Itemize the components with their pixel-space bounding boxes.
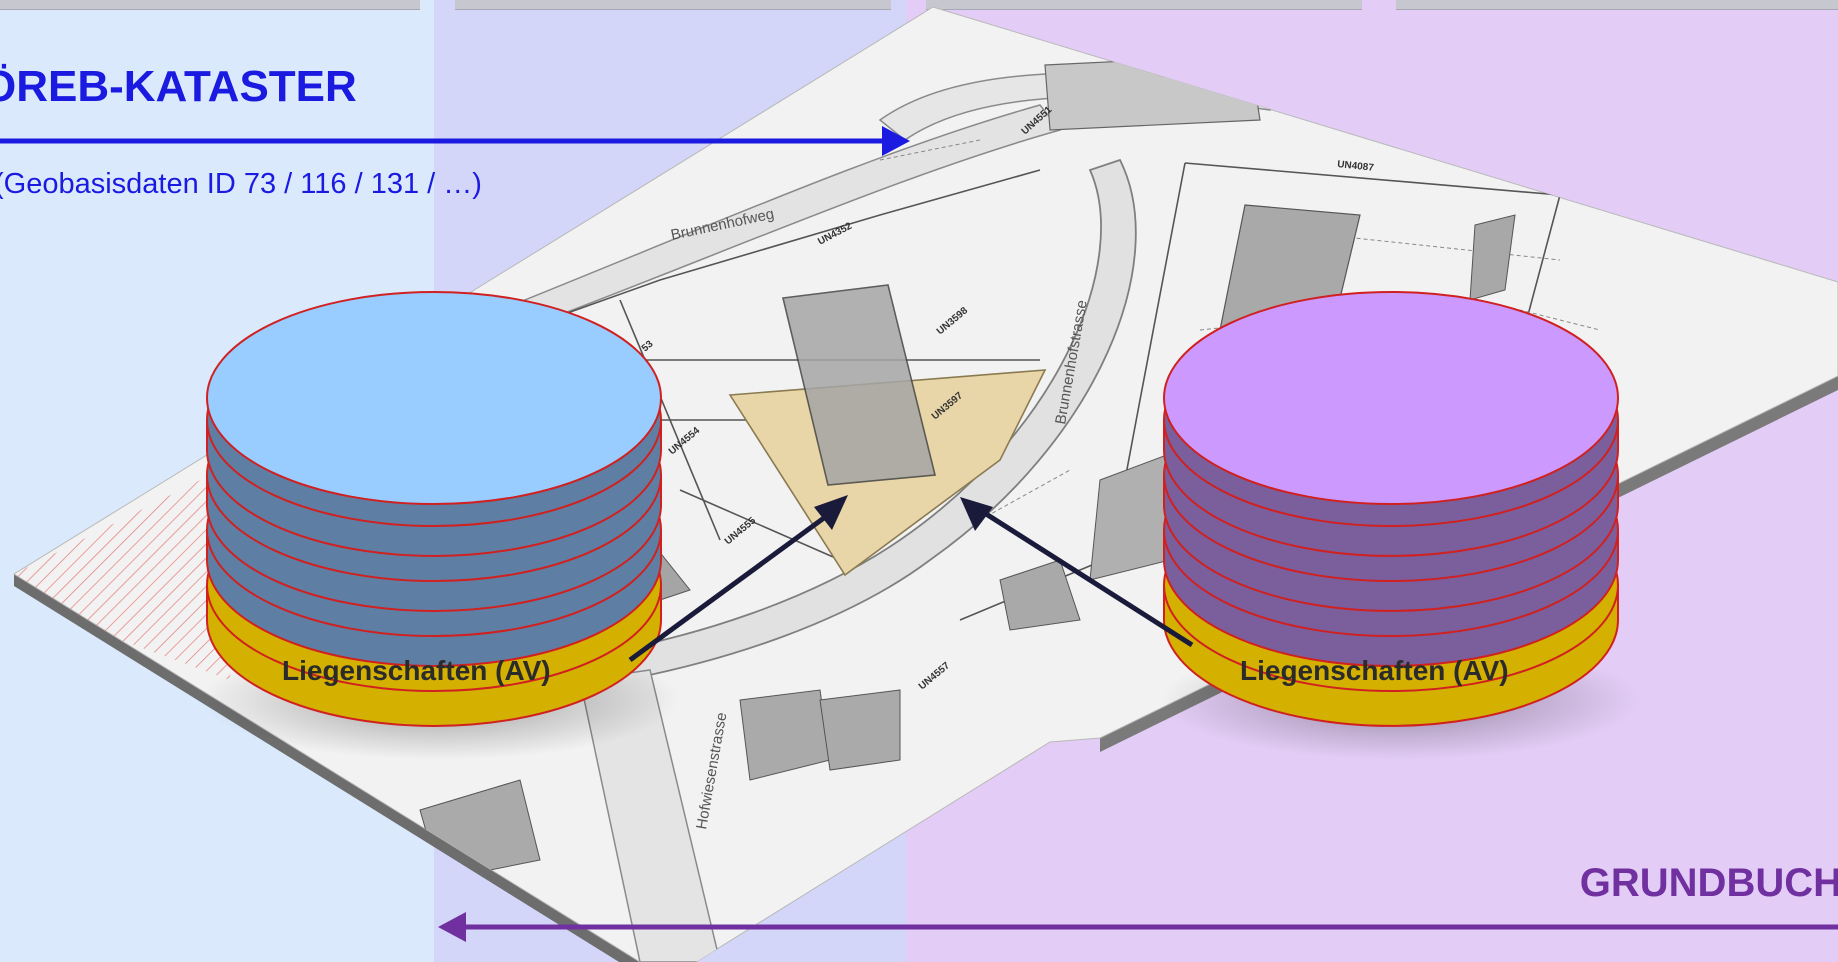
parcel-label-un4087: UN4087 <box>1337 159 1375 174</box>
top-tab <box>455 0 891 10</box>
top-tab <box>0 0 420 10</box>
street-label-brunnenhof-edge: Brunnenhofw <box>1604 188 1689 213</box>
oereb-flow-arrowhead <box>882 126 910 156</box>
grundbuch-title: GRUNDBUCH <box>1579 861 1838 905</box>
right-database-stack <box>1160 291 1640 760</box>
building-main <box>782 284 936 486</box>
right-stack-label: Liegenschaften (AV) <box>1240 655 1509 686</box>
right-link-arrow <box>981 509 1194 648</box>
left-link-arrow <box>628 512 830 663</box>
left-database-stack <box>200 291 680 760</box>
left-stack-label: Liegenschaften (AV) <box>282 655 551 686</box>
left-stack-top-layer <box>206 291 662 505</box>
building <box>1044 54 1261 131</box>
hatched-zone <box>14 460 240 680</box>
building <box>999 559 1081 631</box>
right-stack-top-layer <box>1163 291 1619 505</box>
top-tab <box>1396 0 1838 10</box>
grundbuch-flow-arrowhead <box>438 912 466 942</box>
building <box>1409 19 1501 171</box>
right-link-arrowhead <box>960 497 993 531</box>
building <box>1469 214 1516 301</box>
top-tab <box>926 0 1362 10</box>
oereb-kataster-title: ÖREB-KATASTER <box>0 62 357 111</box>
left-link-arrowhead <box>814 495 848 530</box>
oereb-kataster-subtitle: (Geobasisdaten ID 73 / 116 / 131 / …) <box>0 168 482 200</box>
building <box>819 689 901 771</box>
